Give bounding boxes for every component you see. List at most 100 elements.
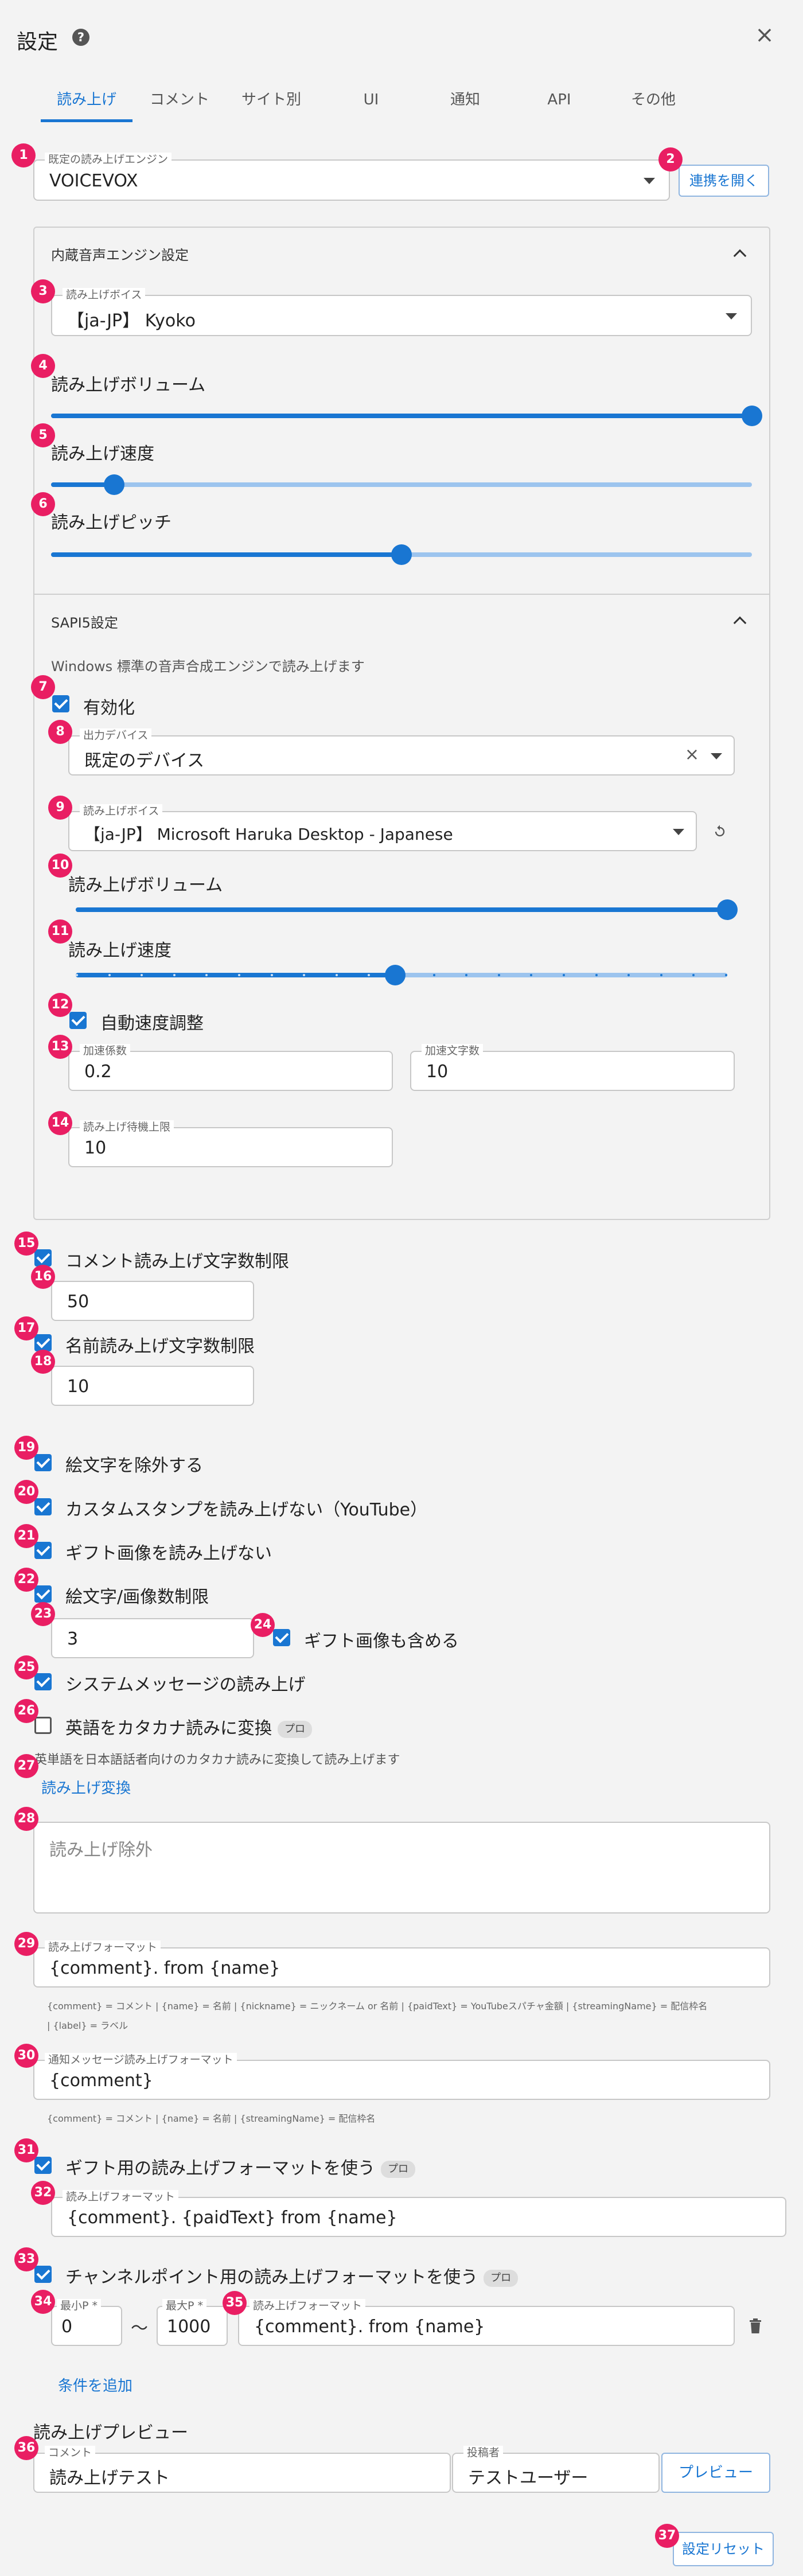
tab-site[interactable]: サイト別	[241, 91, 301, 108]
auto-speed-checkbox[interactable]	[69, 1012, 87, 1029]
slider-tick	[141, 974, 143, 976]
system-message-checkbox[interactable]	[34, 1673, 52, 1690]
sapi-description: Windows 標準の音声合成エンジンで読み上げます	[51, 658, 365, 675]
accel-chars-input[interactable]: 加速文字数 10	[410, 1044, 735, 1091]
notify-format-help: {comment} = コメント | {name} = 名前 | {stream…	[47, 2113, 376, 2124]
preview-button[interactable]: プレビュー	[661, 2453, 770, 2493]
name-limit-input[interactable]: 10	[51, 1366, 254, 1406]
clear-icon[interactable]: ×	[684, 745, 699, 765]
step-badge: 4	[31, 354, 55, 378]
gift-format-checkbox[interactable]	[34, 2157, 52, 2174]
slider-thumb[interactable]	[384, 965, 406, 985]
field-label: 読み上げボイス	[80, 804, 163, 818]
sapi-volume-slider[interactable]	[76, 899, 738, 920]
tab-api[interactable]: API	[547, 91, 571, 108]
field-value: 0.2	[84, 1062, 112, 1082]
slider-thumb[interactable]	[391, 544, 412, 565]
sapi-device-select[interactable]: 出力デバイス 既定のデバイス ×	[68, 728, 735, 775]
step-badge: 2	[658, 147, 683, 172]
slider-tick	[238, 974, 240, 976]
slider-tick	[465, 974, 468, 976]
builtin-pitch-slider[interactable]	[51, 544, 752, 565]
field-label: 読み上げ待機上限	[80, 1120, 174, 1134]
step-badge: 11	[48, 919, 72, 944]
field-value: 1000	[167, 2317, 211, 2337]
slider-tick	[692, 974, 695, 976]
format-input[interactable]: 読み上げフォーマット {comment}. from {name}	[33, 1940, 770, 1987]
builtin-speed-label: 読み上げ速度	[51, 444, 154, 464]
field-value: 0	[61, 2317, 73, 2337]
help-icon[interactable]: ?	[72, 29, 89, 46]
accel-factor-input[interactable]: 加速係数 0.2	[68, 1044, 393, 1091]
wait-limit-input[interactable]: 読み上げ待機上限 10	[68, 1120, 393, 1167]
pro-badge: プロ	[381, 2160, 415, 2178]
sapi-enable-label: 有効化	[83, 698, 135, 718]
step-badge: 14	[48, 1111, 72, 1135]
tab-notification[interactable]: 通知	[450, 91, 480, 108]
step-badge: 3	[31, 279, 55, 303]
exclude-textarea[interactable]: 読み上げ除外	[33, 1822, 770, 1914]
gift-format-input[interactable]: 読み上げフォーマット {comment}. {paidText} from {n…	[51, 2190, 786, 2237]
refresh-icon[interactable]	[712, 824, 728, 840]
slider-tick	[725, 974, 727, 976]
katakana-text: 英語をカタカナ読みに変換	[65, 1718, 272, 1739]
sapi-enable-checkbox[interactable]	[52, 695, 69, 712]
range-separator: 〜	[131, 2318, 148, 2339]
step-badge: 28	[14, 1807, 38, 1831]
min-points-input[interactable]: 最小P * 0	[51, 2299, 122, 2346]
reading-convert-link[interactable]: 読み上げ変換	[41, 1780, 131, 1797]
slider-thumb[interactable]	[103, 474, 124, 495]
comment-limit-input[interactable]: 50	[51, 1281, 254, 1321]
katakana-checkbox[interactable]	[34, 1717, 52, 1734]
tab-other[interactable]: その他	[630, 91, 676, 108]
sapi-voice-select[interactable]: 読み上げボイス 【ja-JP】 Microsoft Haruka Desktop…	[68, 804, 697, 851]
channel-format-input[interactable]: 読み上げフォーマット {comment}. from {name}	[238, 2299, 735, 2346]
page-title: 設定	[17, 30, 59, 54]
gift-image-label: ギフト画像を読み上げない	[65, 1544, 272, 1564]
channel-format-checkbox[interactable]	[34, 2266, 52, 2283]
comment-limit-label: コメント読み上げ文字数制限	[65, 1252, 289, 1272]
field-label: 通知メッセージ読み上げフォーマット	[45, 2053, 237, 2067]
field-label: 既定の読み上げエンジン	[45, 153, 172, 166]
builtin-speed-slider[interactable]	[51, 474, 752, 495]
emoji-limit-input[interactable]: 3	[51, 1618, 254, 1658]
slider-thumb[interactable]	[742, 406, 762, 426]
sapi-speed-label: 読み上げ速度	[68, 941, 171, 961]
comment-limit-checkbox[interactable]	[34, 1249, 52, 1266]
field-value: 読み上げテスト	[49, 2468, 170, 2488]
add-condition-link[interactable]: 条件を追加	[58, 2378, 133, 2395]
tab-reading[interactable]: 読み上げ	[56, 91, 116, 108]
emoji-limit-label: 絵文字/画像数制限	[65, 1587, 209, 1607]
step-badge: 25	[14, 1655, 38, 1679]
slider-thumb[interactable]	[717, 899, 738, 920]
format-help: {comment} = コメント | {name} = 名前 | {nickna…	[47, 2001, 708, 2012]
builtin-volume-slider[interactable]	[51, 406, 762, 426]
trash-icon[interactable]	[749, 2318, 762, 2333]
max-points-input[interactable]: 最大P * 1000	[157, 2299, 228, 2346]
exclude-emoji-checkbox[interactable]	[34, 1454, 52, 1471]
slider-tick	[660, 974, 662, 976]
field-label: 読み上げフォーマット	[250, 2299, 366, 2313]
reset-button[interactable]: 設定リセット	[673, 2532, 774, 2566]
close-icon[interactable]: ×	[755, 22, 774, 48]
connect-button[interactable]: 連携を開く	[679, 165, 769, 197]
gift-include-checkbox[interactable]	[273, 1629, 290, 1646]
preview-comment-input[interactable]: コメント 読み上げテスト	[33, 2446, 451, 2493]
pro-badge: プロ	[278, 1720, 312, 1738]
engine-select[interactable]: 既定の読み上げエンジン VOICEVOX	[33, 153, 670, 201]
gift-image-checkbox[interactable]	[34, 1542, 52, 1559]
builtin-voice-select[interactable]: 読み上げボイス 【ja-JP】 Kyoko	[51, 288, 752, 336]
tab-ui[interactable]: UI	[363, 91, 379, 108]
step-badge: 10	[48, 854, 72, 878]
notify-format-input[interactable]: 通知メッセージ読み上げフォーマット {comment}	[33, 2053, 770, 2100]
tab-comment[interactable]: コメント	[149, 91, 209, 108]
preview-author-input[interactable]: 投稿者 テストユーザー	[452, 2446, 660, 2493]
emoji-limit-checkbox[interactable]	[34, 1585, 52, 1603]
name-limit-checkbox[interactable]	[34, 1334, 52, 1351]
sapi-speed-slider[interactable]	[76, 965, 727, 985]
step-badge: 7	[31, 675, 55, 699]
active-tab-indicator	[41, 119, 132, 122]
custom-stamp-checkbox[interactable]	[34, 1498, 52, 1515]
channel-format-toggle: チャンネルポイント用の読み上げフォーマットを使うプロ	[65, 2263, 519, 2288]
field-value: 【ja-JP】 Kyoko	[67, 311, 196, 331]
